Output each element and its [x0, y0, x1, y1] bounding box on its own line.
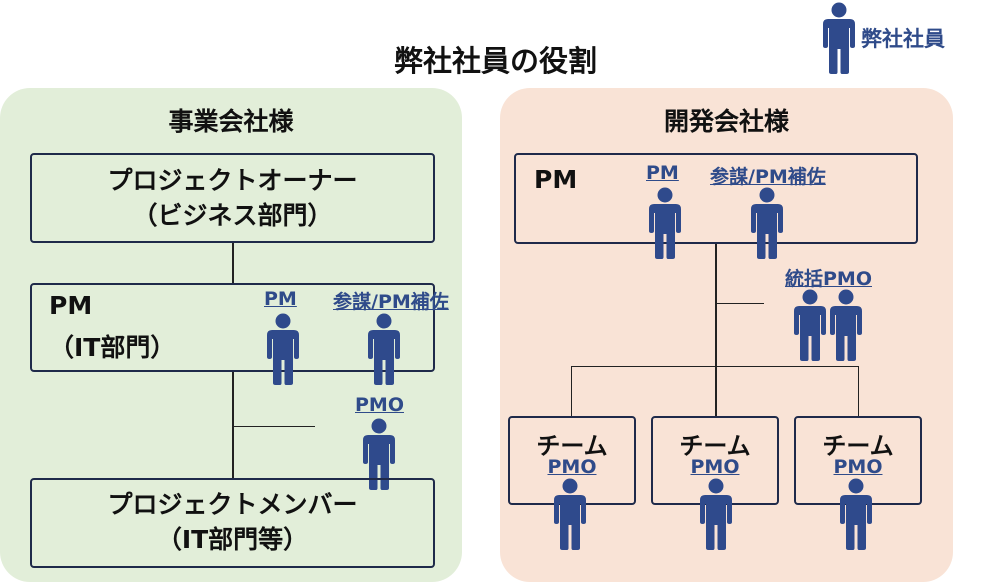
vendor-pm-box: PM [514, 153, 918, 244]
person-icon [552, 478, 588, 550]
connector-line [715, 366, 717, 417]
connector-line [715, 243, 717, 366]
connector-line [858, 366, 859, 417]
person-icon [821, 2, 857, 74]
role-advisor-label: 参謀/PM補佐 [333, 291, 449, 313]
client-pm-label: PM [49, 291, 93, 320]
person-icon [366, 313, 402, 385]
vendor-pm-label: PM [534, 165, 578, 194]
team-box: チーム PMO [651, 416, 779, 505]
role-pmo-lead-label: 統括PMO [785, 268, 872, 290]
project-owner-label: プロジェクトオーナー [107, 166, 358, 195]
project-members-dept: （IT部門等） [156, 525, 309, 554]
person-icon [265, 313, 301, 385]
person-icon [838, 478, 874, 550]
team-label: チーム [822, 432, 894, 460]
team-pmo-label: PMO [690, 456, 740, 478]
team-label: チーム [536, 432, 608, 460]
client-panel-title: 事業会社様 [168, 107, 294, 136]
connector-line [571, 366, 572, 417]
person-icon [749, 187, 785, 259]
project-owner-dept: （ビジネス部門） [132, 201, 333, 230]
connector-line [233, 426, 315, 427]
project-owner-box: プロジェクトオーナー （ビジネス部門） [30, 153, 435, 243]
person-icon [698, 478, 734, 550]
role-pmo-label: PMO [355, 394, 404, 416]
client-pm-dept: （IT部門） [49, 333, 176, 362]
person-icon [792, 289, 828, 361]
project-members-box: プロジェクトメンバー （IT部門等） [30, 478, 435, 568]
connector-line [232, 242, 234, 284]
vendor-panel-title: 開発会社様 [663, 107, 789, 136]
connector-line [232, 371, 234, 478]
project-members-label: プロジェクトメンバー [107, 490, 358, 519]
role-pm-label: PM [646, 162, 679, 184]
team-pmo-label: PMO [833, 456, 883, 478]
person-icon [828, 289, 864, 361]
client-pm-box: PM （IT部門） [30, 283, 435, 372]
team-pmo-label: PMO [547, 456, 597, 478]
team-box: チーム PMO [794, 416, 922, 505]
legend-label: 弊社社員 [861, 27, 945, 51]
team-label: チーム [679, 432, 751, 460]
connector-line [716, 303, 764, 304]
page-title: 弊社社員の役割 [393, 44, 597, 78]
team-box: チーム PMO [508, 416, 636, 505]
role-pm-label: PM [264, 288, 297, 310]
role-advisor-label: 参謀/PM補佐 [710, 166, 826, 188]
person-icon [647, 187, 683, 259]
